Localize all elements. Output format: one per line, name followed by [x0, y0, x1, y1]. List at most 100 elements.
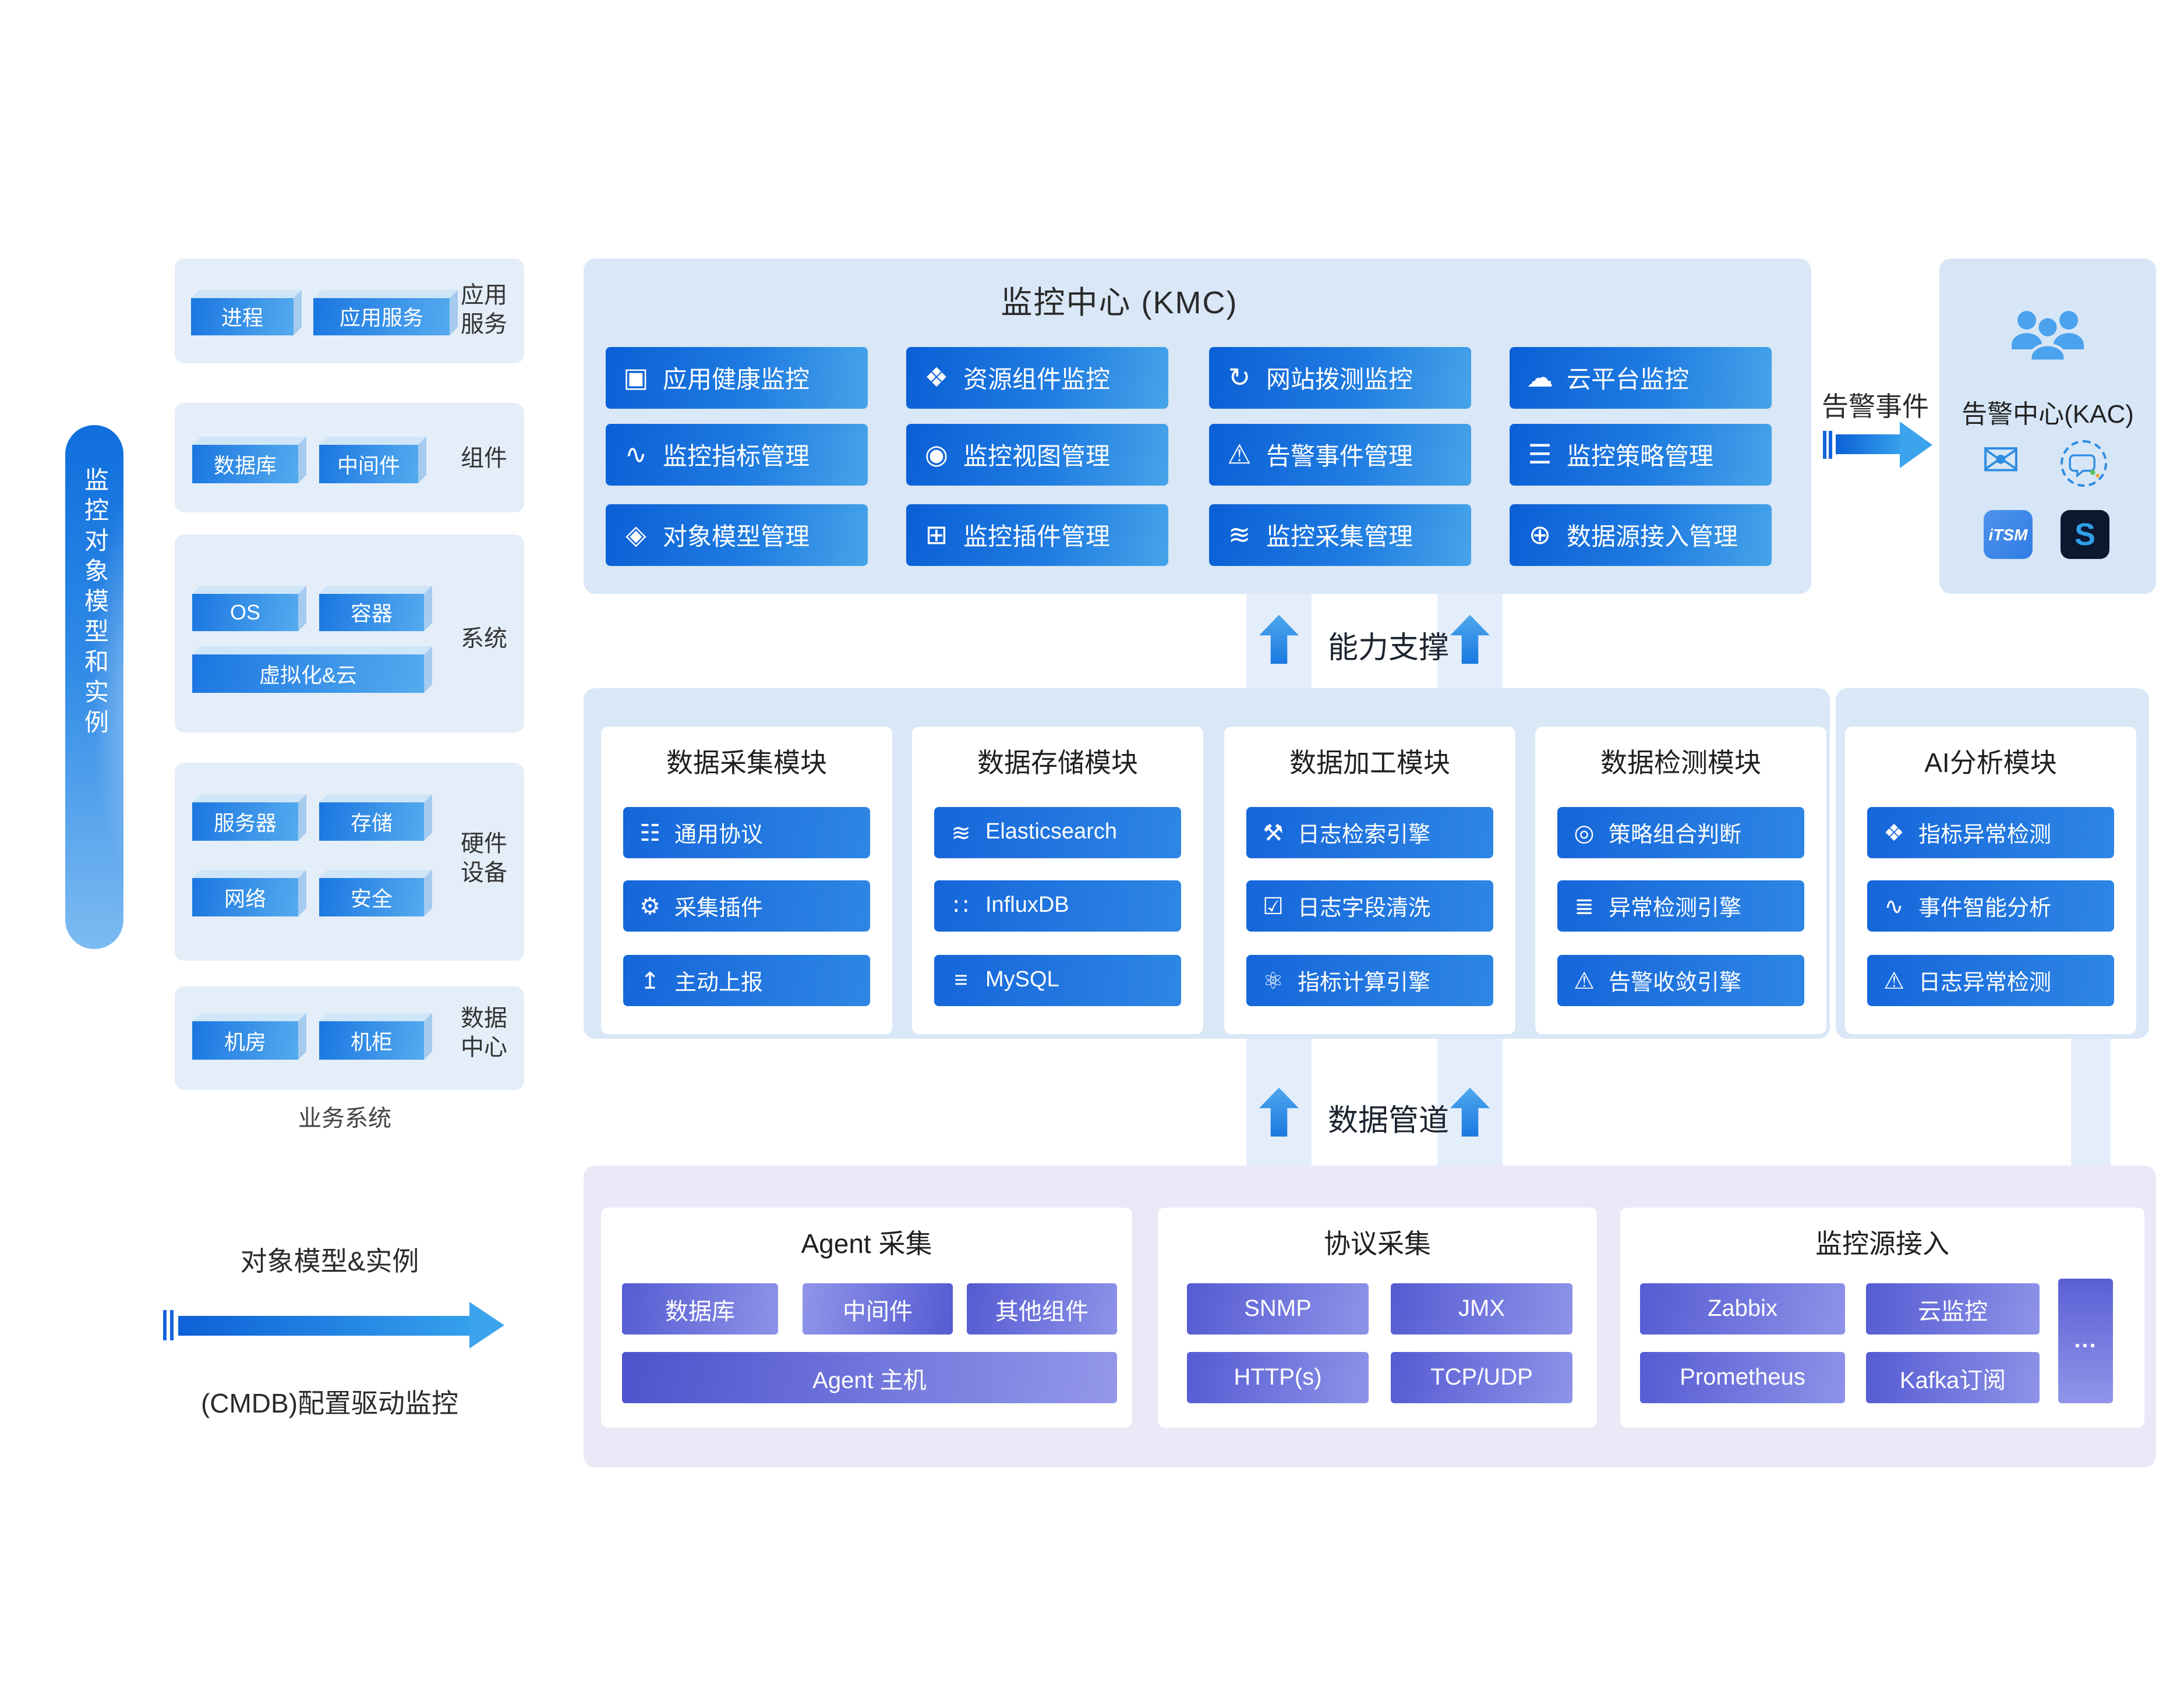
box-label: 进程: [221, 306, 263, 330]
itsm-badge: iTSM: [1984, 510, 2033, 559]
gear-icon: ⚙: [639, 894, 660, 919]
kmc-button-label: 云平台监控: [1567, 366, 1689, 393]
kmc-button-website-probe: ↻ 网站拨测监控: [1209, 347, 1471, 409]
box-server: 服务器: [192, 802, 298, 841]
protocol-collection-card: 协议采集 SNMP JMX HTTP(s) TCP/UDP: [1158, 1208, 1597, 1428]
components-icon: ❖: [924, 362, 949, 392]
box-virtualization-cloud: 虚拟化&云: [192, 654, 424, 693]
dots-grid-icon: ∷: [953, 894, 969, 919]
kmc-button-label: 资源组件监控: [963, 366, 1110, 393]
box-storage: 存储: [319, 802, 424, 841]
hex-cluster-icon: ❖: [1883, 820, 1904, 846]
kmc-title: 监控中心 (KMC): [1001, 285, 1238, 320]
module-button: ☑日志字段清洗: [1246, 880, 1493, 932]
connector-stripe: [2071, 1032, 2111, 1171]
ribbon-label: 监控对象模型和实例: [82, 467, 108, 739]
module-title: 数据加工模块: [1289, 748, 1450, 778]
kmc-button-label: 网站拨测监控: [1266, 366, 1413, 393]
arrow-tail-line: [163, 1310, 167, 1340]
source-item-zabbix: Zabbix: [1640, 1283, 1845, 1335]
module-button-label: InfluxDB: [985, 893, 1069, 918]
cmdb-caption: (CMDB)配置驱动监控: [200, 1388, 459, 1418]
server-list-icon: ☷: [639, 820, 660, 846]
kmc-button-view-mgmt: ◉监控视图管理: [906, 424, 1168, 486]
module-button: ⚙ 采集插件: [623, 880, 870, 932]
kmc-button-label: 应用健康监控: [663, 366, 810, 393]
module-button: ◎策略组合判断: [1557, 807, 1804, 858]
module-button-label: 日志异常检测: [1918, 971, 2052, 995]
module-button-label: 采集插件: [674, 896, 764, 921]
kmc-button-label: 监控指标管理: [663, 443, 810, 470]
kmc-button-label: 监控策略管理: [1567, 443, 1713, 470]
metric-wave-icon: ∿: [624, 439, 648, 469]
module-title: 数据存储模块: [977, 748, 1138, 778]
box-label: 虚拟化&云: [259, 663, 357, 686]
kmc-button-datasource-mgmt: ⊕数据源接入管理: [1510, 504, 1772, 566]
users-icon: [2012, 311, 2084, 363]
arrow-tail-line: [1823, 431, 1826, 459]
group-system: OS 容器 虚拟化&云 系统: [175, 535, 524, 732]
source-item-prometheus: Prometheus: [1640, 1352, 1845, 1403]
module-button-label: MySQL: [985, 968, 1059, 992]
kmc-button-plugin-mgmt: ⊞监控插件管理: [906, 504, 1168, 566]
module-button: ⚛指标计算引擎: [1246, 955, 1493, 1006]
chat-icon: [2061, 440, 2107, 487]
box-network: 网络: [192, 878, 298, 916]
layer-stack-icon: ≋: [1228, 519, 1251, 550]
box-label: 容器: [351, 602, 393, 625]
protocol-item-jmx: JMX: [1391, 1283, 1572, 1335]
module-button: ❖ 指标异常检测: [1867, 807, 2114, 858]
box-os: OS: [192, 594, 298, 631]
pipeline-label: 数据管道: [1327, 1103, 1449, 1138]
layer-stack-icon: ≋: [951, 820, 971, 846]
module-button-label: 指标计算引擎: [1298, 971, 1431, 995]
module-button: ∷ InfluxDB: [934, 880, 1181, 932]
box-machine-room: 机房: [192, 1021, 298, 1060]
module-button: ⚒日志检索引擎: [1246, 807, 1493, 858]
box-label: 数据库: [214, 454, 277, 477]
kmc-button-strategy-mgmt: ☰监控策略管理: [1510, 424, 1772, 486]
arrow-body: [178, 1316, 469, 1336]
box-label: 应用服务: [340, 306, 423, 330]
warning-triangle-icon: ⚠: [1574, 968, 1595, 994]
s-logo-badge: S: [2061, 510, 2109, 559]
group-hardware: 服务器 存储 网络 安全 硬件 设备: [175, 763, 524, 961]
arrow-head: [469, 1302, 504, 1348]
refresh-icon: ↻: [1228, 362, 1251, 392]
kmc-button-collection-mgmt: ≋ 监控采集管理: [1209, 504, 1471, 566]
group-components: 数据库 中间件 组件: [175, 403, 524, 512]
group-label: 数据 中心: [461, 1006, 507, 1061]
box-label: OS: [229, 600, 260, 624]
arrow-body: [1836, 434, 1901, 454]
arrow-tail-line: [1829, 431, 1832, 459]
app-monitor-icon: ▣: [623, 362, 649, 392]
agent-host-bar: Agent 主机: [622, 1352, 1117, 1403]
alarm-siren-icon: ⚠: [1883, 968, 1904, 994]
group-label: 系统: [461, 626, 507, 652]
module-button: ⚠告警收敛引擎: [1557, 955, 1804, 1006]
kmc-button-label: 告警事件管理: [1266, 443, 1413, 470]
capability-label: 能力支撑: [1327, 630, 1449, 665]
kmc-button-label: 监控采集管理: [1266, 523, 1413, 550]
box-database: 数据库: [192, 445, 298, 483]
kmc-button-cloud-monitor: ☁云平台监控: [1510, 347, 1772, 409]
kmc-button-app-health: ▣ 应用健康监控: [606, 347, 868, 409]
agent-title: Agent 采集: [801, 1229, 932, 1259]
box-label: 机房: [224, 1030, 266, 1053]
box-app-service: 应用服务: [313, 298, 450, 335]
chart-check-icon: ☑: [1263, 894, 1284, 919]
module-title: AI分析模块: [1924, 748, 2057, 778]
agent-item-other-components: 其他组件: [967, 1283, 1117, 1335]
source-access-card: 监控源接入 Zabbix 云监控 Prometheus Kafka订阅 ...: [1620, 1208, 2144, 1428]
source-item-cloud-monitor: 云监控: [1866, 1283, 2040, 1335]
module-data-detection: 数据检测模块 ◎策略组合判断 ≣异常检测引擎 ⚠告警收敛引擎: [1535, 727, 1826, 1034]
module-button-label: 策略组合判断: [1609, 823, 1742, 847]
group-label: 硬件 设备: [461, 831, 507, 886]
module-button: ↥主动上报: [623, 955, 870, 1006]
tools-icon: ⚒: [1263, 820, 1284, 846]
module-ai-analysis: AI分析模块 ❖指标异常检测 ∿事件智能分析 ⚠日志异常检测: [1845, 727, 2136, 1034]
module-button-label: 通用协议: [674, 823, 764, 847]
module-button-label: 指标异常检测: [1918, 823, 2052, 847]
